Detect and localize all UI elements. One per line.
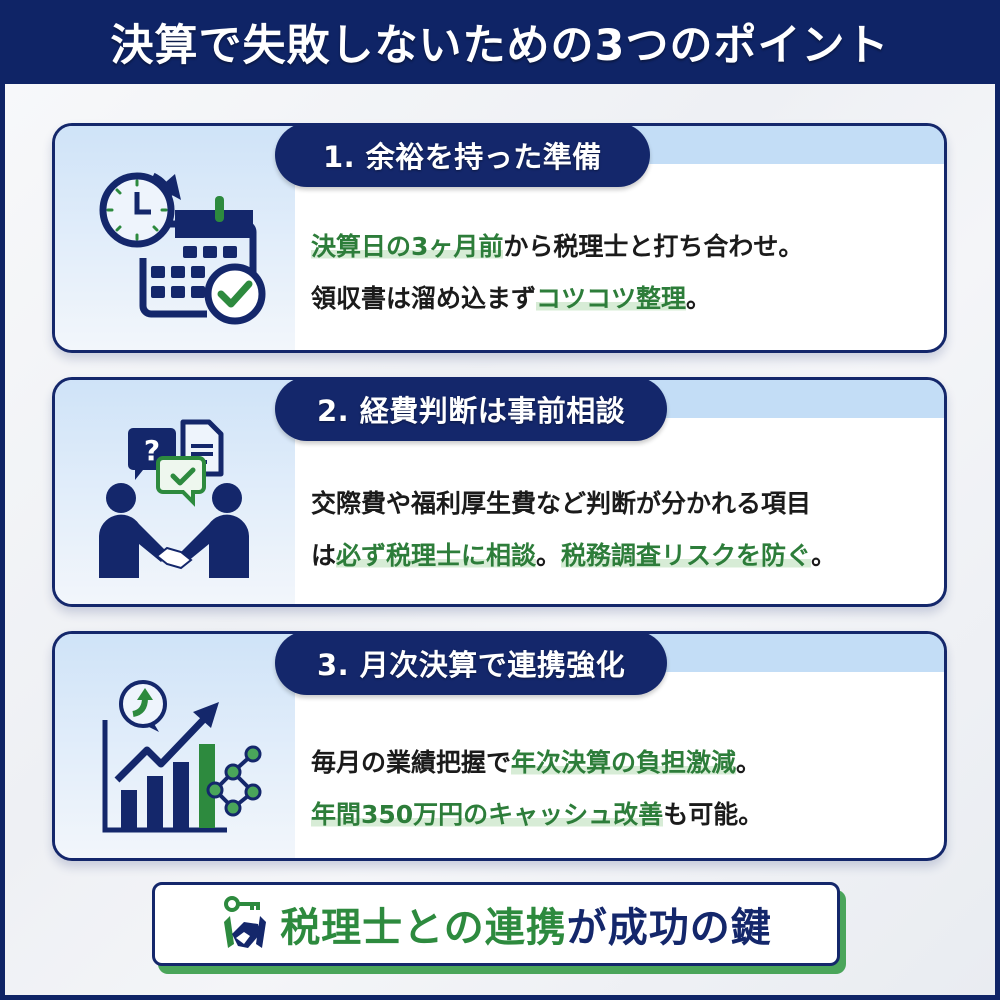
description-line: 交際費や福利厚生費など判断が分かれる項目 [311, 478, 924, 530]
point-card-3: 3. 月次決算で連携強化 毎月の業 [52, 631, 947, 861]
body-text: 。 [686, 284, 712, 313]
body-text: 毎月の業績把握で [311, 748, 512, 777]
point-description-2: 交際費や福利厚生費など判断が分かれる項目 は必ず税理士に相談。税務調査リスクを防… [311, 478, 924, 582]
body-text: 。 [811, 541, 837, 570]
body-text: 交際費や福利厚生費など判断が分かれる項目 [311, 489, 812, 518]
body-text: 。 [736, 748, 762, 777]
conclusion-text-navy: が成功の鍵 [566, 905, 772, 951]
description-line: 領収書は溜め込まずコツコツ整理。 [311, 273, 924, 325]
svg-text:?: ? [144, 434, 160, 467]
body-text: は [311, 541, 337, 570]
point-description-1: 決算日の3ヶ月前から税理士と打ち合わせ。 領収書は溜め込まずコツコツ整理。 [311, 221, 924, 325]
highlight-text: コツコツ整理 [536, 284, 687, 313]
growth-chart-network-icon [102, 680, 262, 833]
body-text: も可能。 [663, 800, 764, 829]
description-line: 年間350万円のキャッシュ改善も可能。 [311, 789, 924, 841]
description-line: は必ず税理士に相談。税務調査リスクを防ぐ。 [311, 530, 924, 582]
conclusion-text-green: 税理士との連携 [280, 905, 567, 951]
point-title-3: 3. 月次決算で連携強化 [275, 634, 668, 695]
conclusion-box: 税理士との連携が成功の鍵 [152, 882, 840, 966]
highlight-text: 年間350万円のキャッシュ改善 [311, 800, 664, 829]
conclusion-text: 税理士との連携が成功の鍵 [280, 895, 772, 953]
highlight-text: 必ず税理士に相談 [336, 541, 537, 570]
point-title-1: 1. 余裕を持った準備 [275, 126, 650, 187]
point-card-1: 1. 余裕を持った準備 [52, 123, 947, 353]
page-title: 決算で失敗しないための3つのポイント [110, 21, 890, 71]
header-banner: 決算で失敗しないための3つのポイント [0, 0, 1000, 84]
point-card-2: 2. 経費判断は事前相談 ? 交際費や福利厚生費など判断が分かれる項目 は必ず税… [52, 377, 947, 607]
body-text: から税理士と打ち合わせ。 [503, 232, 804, 261]
point-title-2: 2. 経費判断は事前相談 [275, 380, 668, 441]
calendar-clock-check-icon [99, 172, 266, 325]
highlight-text: 年次決算の負担激減 [511, 748, 737, 777]
point-description-3: 毎月の業績把握で年次決算の負担激減。 年間350万円のキャッシュ改善も可能。 [311, 737, 924, 841]
consultation-handshake-icon: ? [99, 419, 249, 578]
description-line: 毎月の業績把握で年次決算の負担激減。 [311, 737, 924, 789]
key-handshake-icon [224, 896, 267, 948]
highlight-text: 決算日の3ヶ月前 [311, 232, 504, 261]
body-text: 。 [536, 541, 562, 570]
description-line: 決算日の3ヶ月前から税理士と打ち合わせ。 [311, 221, 924, 273]
body-text: 領収書は溜め込まず [311, 284, 537, 313]
conclusion-banner: 税理士との連携が成功の鍵 [152, 882, 846, 974]
highlight-text: 税務調査リスクを防ぐ [561, 541, 812, 570]
